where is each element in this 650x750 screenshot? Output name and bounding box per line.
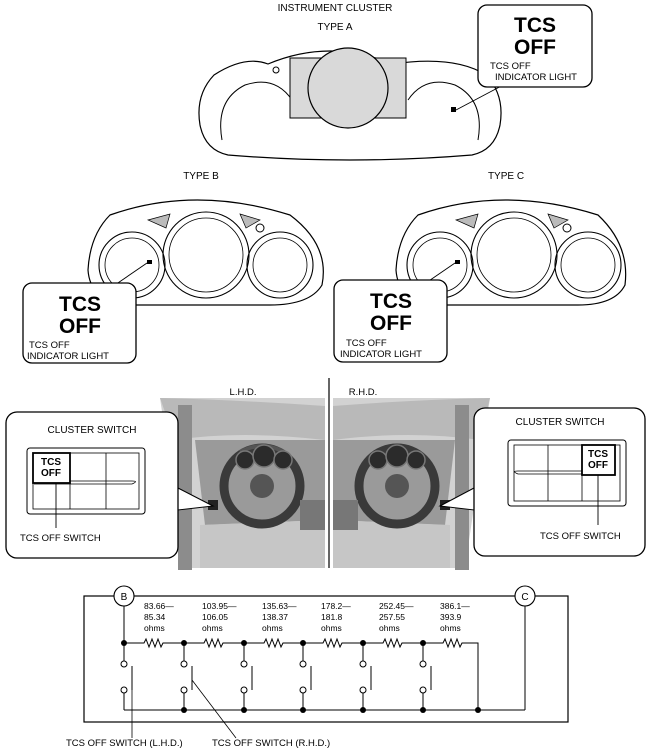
terminal-b-label: B [121,592,128,603]
type-b-label: TYPE B [183,171,219,182]
svg-text:393.9: 393.9 [440,612,462,622]
lhd-label: L.H.D. [230,387,257,398]
svg-text:103.95—: 103.95— [202,601,237,611]
svg-text:386.1—: 386.1— [440,601,470,611]
circuit-frame [83,595,569,723]
type-b-cluster [87,199,324,306]
svg-text:ohms: ohms [379,623,400,633]
switch-off-lhd: OFF [41,468,61,479]
indicator-text-b-2: INDICATOR LIGHT [27,351,109,362]
off-text-a: OFF [514,36,556,59]
rhd-label: R.H.D. [349,387,378,398]
resistor-label-2: 103.95— 106.05 ohms [202,601,237,633]
indicator-text-a-2: INDICATOR LIGHT [495,72,577,83]
tcs-off-switch-label-lhd: TCS OFF SWITCH [20,533,101,544]
svg-text:ohms: ohms [321,623,342,633]
resistor-label-5: 252.45— 257.55 ohms [379,601,414,633]
svg-text:257.55: 257.55 [379,612,405,622]
type-a-label: TYPE A [317,22,352,33]
type-c-label: TYPE C [488,171,524,182]
cluster-switch-title-rhd: CLUSTER SWITCH [516,417,605,428]
switch-tcs-lhd: TCS [41,457,61,468]
type-a-cluster [198,47,508,161]
tcs-off-switch-label-rhd: TCS OFF SWITCH [540,531,621,542]
resistor-label-3: 135.63— 138.37 ohms [262,601,297,633]
svg-text:178.2—: 178.2— [321,601,351,611]
dashboard-photo [160,378,490,570]
svg-text:ohms: ohms [262,623,283,633]
cluster-switch-callout-lhd: CLUSTER SWITCH TCS OFF TCS OFF SWITCH [5,411,215,559]
indicator-text-c-2: INDICATOR LIGHT [340,349,422,360]
svg-text:135.63—: 135.63— [262,601,297,611]
tcs-text-a: TCS [514,14,556,37]
svg-text:ohms: ohms [202,623,223,633]
off-text-b: OFF [59,315,101,338]
tcs-text-c: TCS [370,290,412,313]
resistor-label-6: 386.1— 393.9 ohms [440,601,470,633]
svg-text:106.05: 106.05 [202,612,228,622]
svg-text:85.34: 85.34 [144,612,166,622]
switch-tcs-rhd: TCS [588,449,608,460]
terminal-c-label: C [521,592,528,603]
tcs-off-callout-b: TCS OFF TCS OFF INDICATOR LIGHT [22,282,137,364]
tcs-off-callout-a: TCS OFF TCS OFF INDICATOR LIGHT [477,4,593,88]
indicator-text-b-1: TCS OFF [29,340,70,351]
svg-text:83.66—: 83.66— [144,601,174,611]
resistor-label-4: 178.2— 181.8 ohms [321,601,351,633]
svg-text:ohms: ohms [144,623,165,633]
diagram-title: INSTRUMENT CLUSTER [278,3,393,14]
circuit-diagram: B C [83,585,569,739]
switch-off-rhd: OFF [588,460,608,471]
indicator-text-c-1: TCS OFF [346,338,387,349]
indicator-text-a-1: TCS OFF [490,61,531,72]
tcs-text-b: TCS [59,293,101,316]
cluster-switch-title-lhd: CLUSTER SWITCH [48,425,137,436]
tcs-off-switch-lhd-label: TCS OFF SWITCH (L.H.D.) [66,738,183,749]
tcs-off-callout-c: TCS OFF TCS OFF INDICATOR LIGHT [333,279,448,363]
tcs-off-switch-rhd-label: TCS OFF SWITCH (R.H.D.) [212,738,330,749]
resistor-label-1: 83.66— 85.34 ohms [144,601,174,633]
cluster-switch-callout-rhd: CLUSTER SWITCH TCS OFF TCS OFF SWITCH [438,407,646,557]
svg-text:252.45—: 252.45— [379,601,414,611]
svg-text:138.37: 138.37 [262,612,288,622]
svg-text:181.8: 181.8 [321,612,343,622]
svg-text:ohms: ohms [440,623,461,633]
off-text-c: OFF [370,312,412,335]
